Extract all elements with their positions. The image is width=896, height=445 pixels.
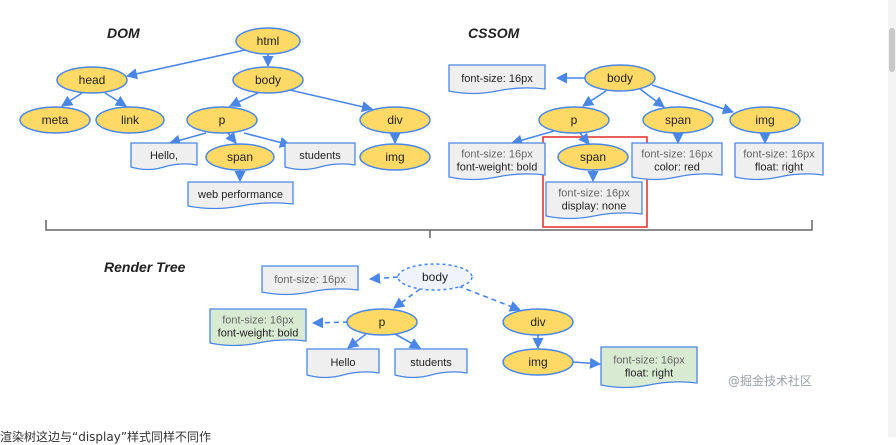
style-box-line: students [410,357,452,369]
tree-edge [572,357,602,369]
dom-section-title: DOM [107,25,140,41]
node-cssom-p-span: span [557,143,629,171]
tree-edge [510,130,555,146]
cssom-section-title: CSSOM [468,25,520,41]
tree-edge [228,92,259,107]
node-label: div [387,113,402,127]
style-box-dom-students: students [284,142,356,171]
node-dom-p: p [186,106,258,134]
node-render-body: body [397,263,473,291]
style-box-line: Hello [330,357,355,369]
style-box-line: students [299,150,341,162]
node-label: span [580,150,606,164]
node-dom-head: head [56,66,128,94]
style-box-line: Hello, [150,150,178,162]
style-box-line: font-size: 16px [222,315,294,327]
tree-edge [311,317,349,329]
node-label: link [121,113,140,127]
node-cssom-p: p [538,106,610,134]
tree-edge [104,92,127,107]
node-label: img [755,113,774,127]
scrollbar-thumb[interactable] [889,28,895,72]
node-label: p [571,113,578,127]
tree-edge [125,49,246,80]
node-render-p: p [346,308,418,336]
node-label: div [530,315,545,329]
node-dom-img: img [359,143,431,171]
style-box-line: font-weight: bold [457,162,538,174]
tree-edge [61,92,83,107]
style-box-render-students: students [394,348,468,379]
style-box-line: float: right [625,368,673,380]
style-box-line: font-size: 16px [274,274,346,286]
tree-edge [457,285,522,312]
style-box-render-body-style: font-size: 16px [261,265,359,296]
node-label: body [422,270,448,284]
tree-edge [651,84,735,115]
tree-edge [225,131,237,144]
hidden-span-highlight [542,136,648,228]
style-box-render-hello: Hello [306,348,380,379]
style-box-line: font-weight: bold [218,328,299,340]
style-box-line: font-size: 16px [461,73,533,85]
node-label: p [219,113,226,127]
node-dom-body: body [232,66,304,94]
render-tree-section-title: Render Tree [104,259,186,275]
tree-edge [368,272,399,284]
style-box-line: font-size: 16px [461,149,533,161]
node-label: html [257,34,280,48]
node-render-img: img [502,348,574,376]
style-box-cssom-body-style: font-size: 16px [448,64,546,95]
watermark: @掘金技术社区 [728,373,812,388]
node-render-div: div [502,308,574,336]
tree-edge [393,288,421,309]
node-label: meta [42,113,69,127]
node-cssom-body: body [584,64,656,92]
combine-bracket [45,220,813,238]
node-dom-meta: meta [19,106,91,134]
node-cssom-img: img [729,106,801,134]
node-label: body [255,73,281,87]
tree-edge [582,90,607,107]
node-label: span [665,113,691,127]
style-box-line: font-size: 16px [641,149,713,161]
style-box-dom-webperf: web performance [187,181,294,210]
style-box-line: web performance [197,189,283,201]
tree-edge [243,132,292,148]
node-label: img [528,355,547,369]
node-dom-div: div [359,106,431,134]
node-dom-span: span [205,143,275,171]
node-label: body [607,71,633,85]
tree-edge [289,89,374,113]
tree-edge [639,88,665,108]
tree-edge [578,132,590,145]
node-label: p [379,315,386,329]
style-box-line: font-size: 16px [743,149,815,161]
vertical-scrollbar[interactable] [888,0,896,437]
node-dom-html: html [235,27,301,55]
style-box-line: display: none [562,201,627,213]
tree-edge [394,333,421,349]
style-box-line: font-size: 16px [558,188,630,200]
node-cssom-span: span [642,106,714,134]
tree-edge [347,333,367,349]
node-label: span [227,150,253,164]
style-box-line: color: red [654,162,700,174]
node-dom-link: link [95,106,165,134]
node-label: img [385,150,404,164]
style-box-line: float: right [755,162,803,174]
tree-edge [168,132,207,146]
style-box-dom-hello: Hello, [130,142,198,171]
style-box-line: font-size: 16px [613,355,685,367]
node-label: head [79,73,106,87]
